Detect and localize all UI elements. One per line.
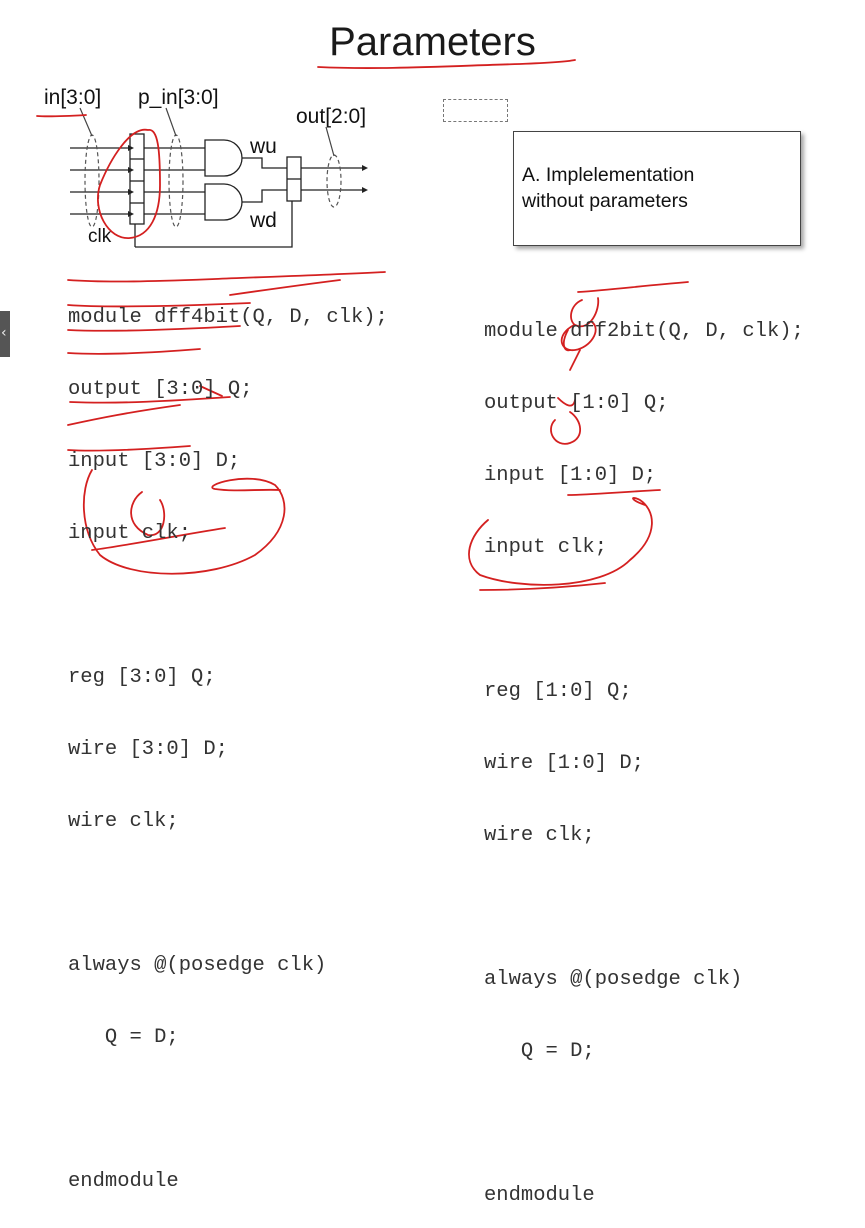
code-line: input [3:0] D; xyxy=(68,450,241,473)
right-code-block: module dff2bit(Q, D, clk); output [1:0] … xyxy=(484,272,804,1228)
code-line: Q = D; xyxy=(68,1026,179,1049)
signal-label-out: out[2:0] xyxy=(296,105,367,128)
code-line xyxy=(484,1112,804,1136)
selection-placeholder-box[interactable] xyxy=(443,99,508,122)
signal-label-p-in: p_in[3:0] xyxy=(138,86,219,109)
code-line: input clk; xyxy=(68,522,192,545)
code-line xyxy=(484,896,804,920)
code-line: module dff2bit(Q, D, clk); xyxy=(484,320,804,343)
code-line: output [3:0] Q; xyxy=(68,378,253,401)
code-line xyxy=(68,882,388,906)
code-line xyxy=(484,608,804,632)
code-line: wire [1:0] D; xyxy=(484,752,644,775)
code-line: module dff4bit(Q, D, clk); xyxy=(68,306,388,329)
callout-box: A. Implelementation without parameters xyxy=(513,131,801,246)
code-line: always @(posedge clk) xyxy=(484,968,743,991)
code-line xyxy=(68,594,388,618)
code-line: wire clk; xyxy=(484,824,595,847)
signal-label-wd: wd xyxy=(250,209,277,232)
code-line: input clk; xyxy=(484,536,608,559)
code-line: input [1:0] D; xyxy=(484,464,657,487)
code-line: output [1:0] Q; xyxy=(484,392,669,415)
signal-label-in: in[3:0] xyxy=(44,86,102,109)
callout-text: A. Implelementation without parameters xyxy=(522,164,695,212)
code-line xyxy=(68,1098,388,1122)
code-line: always @(posedge clk) xyxy=(68,954,327,977)
sidebar-toggle-tab[interactable]: ‹ xyxy=(0,311,10,357)
circuit-diagram xyxy=(36,59,689,591)
left-code-block: module dff4bit(Q, D, clk); output [3:0] … xyxy=(68,258,388,1218)
code-line: endmodule xyxy=(484,1184,595,1207)
code-line: wire clk; xyxy=(68,810,179,833)
slide-title: Parameters xyxy=(329,20,536,64)
signal-label-clk: clk xyxy=(88,226,112,247)
code-line: endmodule xyxy=(68,1170,179,1193)
code-line: wire [3:0] D; xyxy=(68,738,228,761)
code-line: reg [1:0] Q; xyxy=(484,680,632,703)
signal-label-wu: wu xyxy=(250,135,277,158)
code-line: reg [3:0] Q; xyxy=(68,666,216,689)
chevron-left-icon: ‹ xyxy=(1,325,7,341)
code-line: Q = D; xyxy=(484,1040,595,1063)
